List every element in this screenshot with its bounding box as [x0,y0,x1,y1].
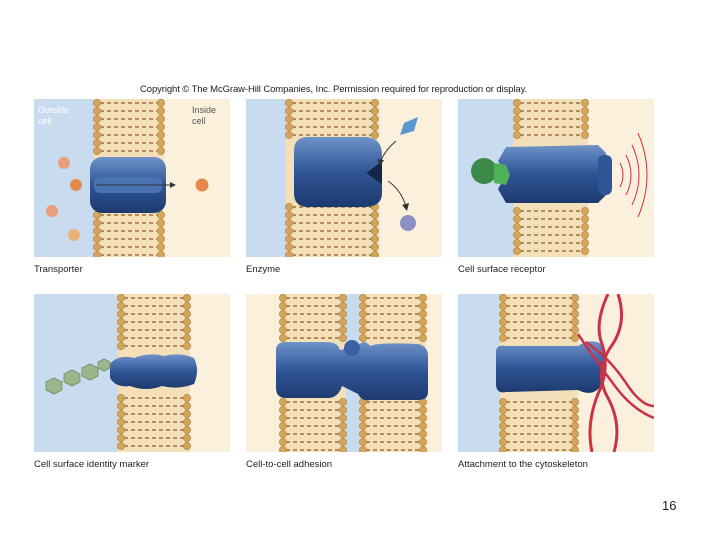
enzyme-protein [294,137,382,207]
panel-cytoskeleton [458,294,654,452]
marker-protein [110,354,197,389]
caption-cell-adhesion: Cell-to-cell adhesion [246,459,332,470]
caption-enzyme: Enzyme [246,264,280,275]
transporter-protein [90,157,176,213]
outside-label-line2: cell [38,116,52,126]
panel-enzyme [246,99,442,257]
inside-label: Inside [192,105,216,115]
outside-label: Outside [38,105,69,115]
panel-cell-adhesion [246,294,442,452]
receptor-protein [498,145,612,203]
copyright-notice: Copyright © The McGraw-Hill Companies, I… [140,84,570,95]
caption-receptor: Cell surface receptor [458,264,546,275]
panel-receptor [458,99,654,257]
panel-identity-marker [34,294,230,452]
caption-identity-marker: Cell surface identity marker [34,459,149,470]
page-number: 16 [662,498,676,513]
caption-transporter: Transporter [34,264,83,275]
caption-cytoskeleton: Attachment to the cytoskeleton [458,459,588,470]
inside-label-line2: cell [192,116,206,126]
panel-transporter: Outside cell Inside cell [34,99,230,257]
